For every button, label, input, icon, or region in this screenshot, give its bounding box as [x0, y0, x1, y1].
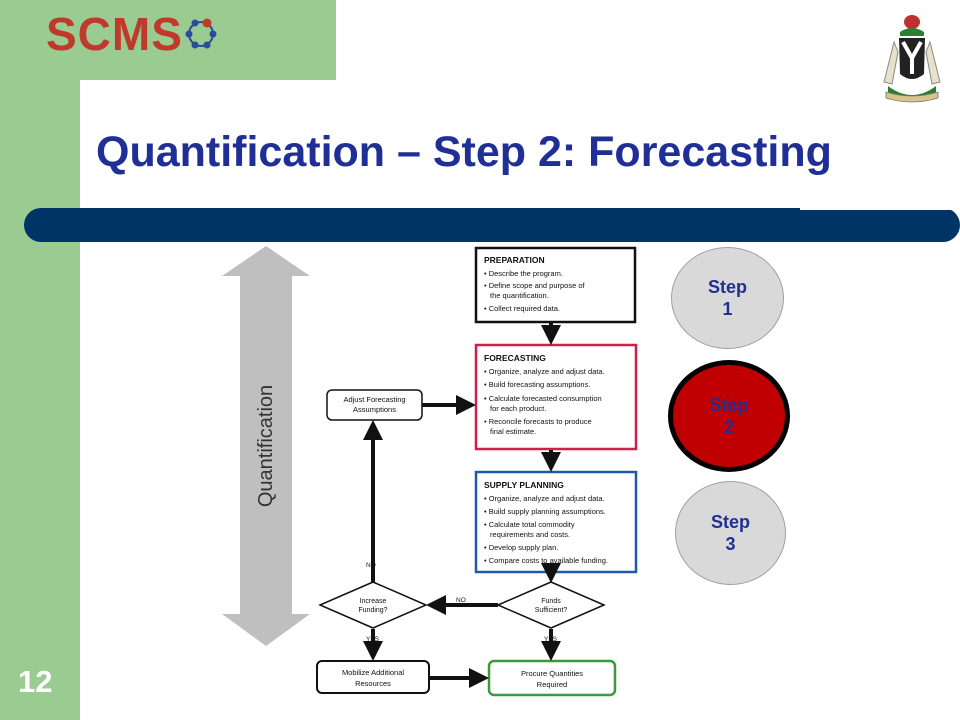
step-3-number: 3: [725, 534, 736, 554]
forecasting-box: FORECASTING • Organize, analyze and adju…: [474, 343, 638, 451]
supply-planning-line: requirements and costs.: [490, 530, 570, 539]
mobilize-resources-box: Mobilize Additional Resources: [316, 660, 430, 694]
edge-label-yes-left: YES: [366, 636, 380, 643]
step-2-number: 2: [723, 417, 734, 437]
step-1-circle: Step 1: [671, 247, 784, 349]
preparation-line: • Define scope and purpose of: [484, 281, 586, 290]
forecasting-heading: FORECASTING: [484, 353, 546, 363]
slide-title: Quantification – Step 2: Forecasting: [96, 128, 832, 176]
edge-label-no-left: NO: [456, 597, 466, 604]
forecasting-line: • Calculate forecasted consumption: [484, 394, 602, 403]
preparation-line: • Collect required data.: [484, 304, 560, 313]
supply-planning-line: • Build supply planning assumptions.: [484, 507, 606, 516]
quantification-double-arrow: [222, 246, 310, 646]
supply-planning-heading: SUPPLY PLANNING: [484, 480, 564, 490]
edge-label-yes-right: YES: [544, 636, 558, 643]
supply-planning-line: • Develop supply plan.: [484, 543, 558, 552]
step-2-circle-active: Step 2: [668, 360, 790, 472]
slide-number: 12: [18, 664, 53, 699]
preparation-line: • Describe the program.: [484, 269, 563, 278]
forecasting-line: • Build forecasting assumptions.: [484, 380, 590, 389]
edge-label-no-up: NO: [366, 562, 376, 569]
increase-funding-line: Funding?: [358, 607, 387, 614]
step-1-number: 1: [722, 299, 733, 319]
step-3-circle: Step 3: [675, 481, 786, 585]
preparation-box: PREPARATION • Describe the program. • De…: [474, 246, 637, 324]
procure-line: Required: [537, 680, 567, 689]
increase-funding-line: Increase: [360, 598, 387, 605]
mobilize-line: Resources: [355, 679, 391, 688]
mobilize-line: Mobilize Additional: [342, 668, 404, 677]
supply-planning-line: • Compare costs to available funding.: [484, 556, 608, 565]
supply-planning-line: • Organize, analyze and adjust data.: [484, 494, 605, 503]
forecasting-line: final estimate.: [490, 427, 536, 436]
funds-sufficient-line: Sufficient?: [535, 607, 568, 614]
supply-planning-box: SUPPLY PLANNING • Organize, analyze and …: [474, 470, 638, 574]
quantification-flowchart: Quantification PREPARATION • Describe th…: [222, 246, 638, 697]
forecasting-line: • Organize, analyze and adjust data.: [484, 367, 605, 376]
adjust-forecasting-line: Adjust Forecasting: [343, 395, 405, 404]
left-sidebar-band: [0, 0, 80, 720]
forecasting-line: for each product.: [490, 404, 546, 413]
logo-molecule-icon: [185, 18, 217, 49]
title-underline-bar: [24, 208, 960, 242]
step-3-word: Step: [710, 512, 750, 532]
supply-planning-line: • Calculate total commodity: [484, 520, 575, 529]
coat-of-arms-emblem: [883, 15, 941, 103]
logo-band: [0, 0, 336, 80]
preparation-line: the quantification.: [490, 291, 549, 300]
step-2-word: Step: [709, 395, 749, 415]
increase-funding-decision: Increase Funding?: [318, 581, 428, 629]
funds-sufficient-decision: Funds Sufficient?: [496, 581, 606, 629]
quantification-side-label: Quantification: [255, 385, 277, 507]
procure-line: Procure Quantities: [521, 669, 583, 678]
forecasting-line: • Reconcile forecasts to produce: [484, 417, 592, 426]
title-bar-notch: [800, 206, 960, 210]
scms-logo: SCMS: [46, 8, 219, 60]
adjust-forecasting-line: Assumptions: [353, 405, 396, 414]
preparation-heading: PREPARATION: [484, 255, 545, 265]
adjust-forecasting-box: Adjust Forecasting Assumptions: [326, 389, 423, 421]
step-1-word: Step: [707, 277, 747, 297]
funds-sufficient-line: Funds: [541, 598, 561, 605]
procure-quantities-box: Procure Quantities Required: [487, 659, 617, 697]
logo-text: SCMS: [46, 8, 183, 60]
